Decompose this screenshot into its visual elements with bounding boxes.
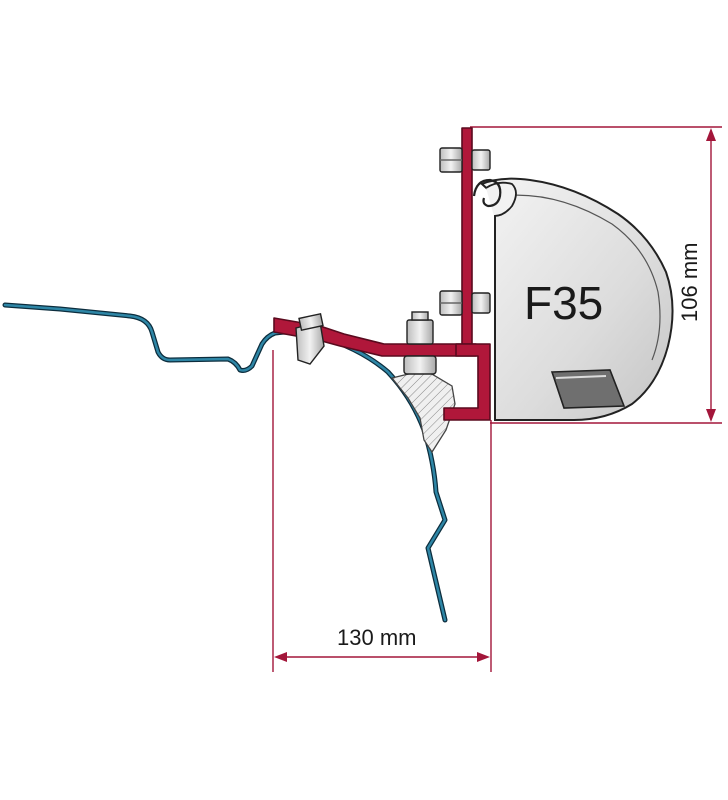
nut-icon [295, 313, 325, 365]
adapter-bracket [273, 127, 491, 421]
dimension-arrows [274, 128, 716, 662]
gutter-profile [390, 369, 456, 454]
awning-front-rail [550, 369, 626, 409]
dimension-lines [272, 126, 722, 672]
arrow-left [274, 652, 287, 662]
bolt-icon [439, 147, 491, 173]
height-dimension-label: 106 mm [677, 243, 702, 322]
width-dimension-label: 130 mm [337, 625, 416, 650]
product-label: F35 [524, 277, 603, 329]
bracket-clamp [443, 343, 491, 421]
arrow-right [477, 652, 490, 662]
awning-cassette [480, 177, 674, 421]
bolt-icon [439, 290, 491, 316]
arrow-down [706, 409, 716, 422]
awning-hook-clip [472, 178, 502, 208]
arrow-up [706, 128, 716, 141]
bolt-icon [403, 311, 437, 375]
bracket-vertical-plate [461, 127, 473, 354]
